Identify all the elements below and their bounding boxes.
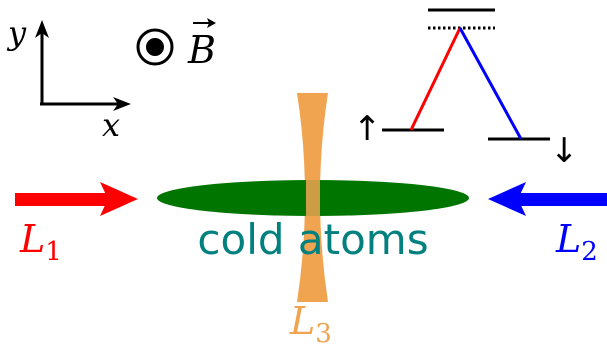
level-scheme: ↑ ↓	[353, 8, 579, 171]
vector-arrow-head	[207, 18, 216, 28]
y-axis-label: y	[6, 14, 27, 52]
l2-label: L2	[555, 217, 598, 267]
l2-subscript: 2	[581, 237, 598, 267]
field-symbol: B	[187, 28, 216, 72]
spin-down-label: ↓	[550, 131, 579, 171]
x-axis-label: x	[102, 106, 120, 144]
l3-label: L3	[289, 299, 332, 348]
field-dot	[146, 38, 164, 56]
l1-letter: L	[19, 217, 45, 261]
axes-indicator: y x	[6, 14, 131, 144]
y-axis-arrowhead	[35, 20, 49, 38]
l1-beam-arrowhead	[100, 182, 138, 216]
magnetic-field-indicator: B	[136, 18, 216, 72]
x-axis-arrowhead	[113, 97, 131, 111]
l2-beam: L2	[488, 182, 607, 267]
l2-beam-arrowhead	[488, 182, 526, 216]
l1-subscript: 1	[45, 237, 62, 267]
l2-letter: L	[555, 217, 581, 261]
l3-letter: L	[289, 299, 315, 343]
spin-up-label: ↑	[353, 109, 382, 149]
field-out-of-page-icon	[136, 28, 174, 66]
l1-beam-shaft	[15, 193, 111, 206]
raman-leg-blue	[458, 27, 523, 140]
l1-label: L1	[19, 217, 62, 267]
raman-leg-red	[409, 27, 462, 131]
l3-subscript: 3	[315, 319, 332, 348]
atom-cloud-label: cold atoms	[197, 215, 428, 264]
l2-beam-shaft	[512, 193, 607, 206]
l3-beam-overlay	[306, 180, 320, 216]
l1-beam: L1	[15, 182, 138, 267]
